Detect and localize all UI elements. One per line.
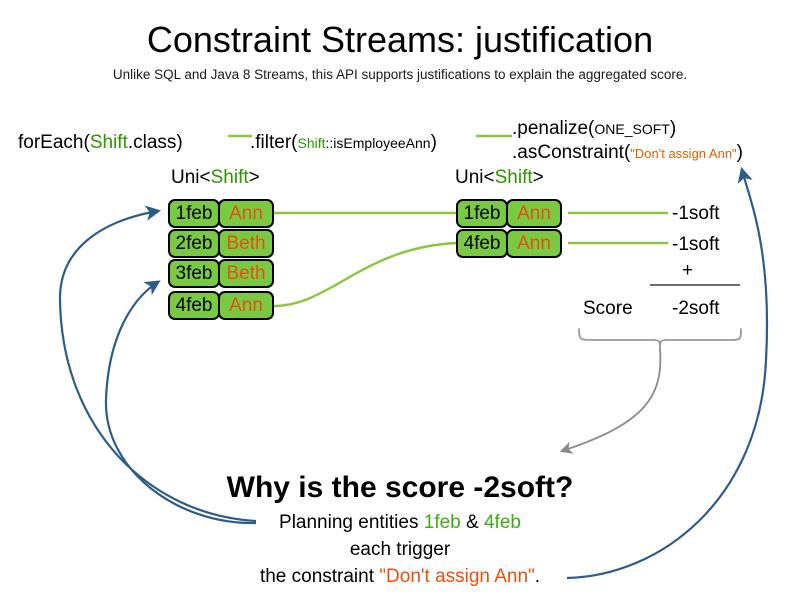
code-penalize-arg: ONE_SOFT — [594, 121, 670, 137]
explanation-entity-1feb: 1feb — [423, 512, 461, 533]
code-as-constraint-arg: "Don't assign Ann" — [630, 146, 737, 161]
score-total: -2soft — [672, 298, 720, 319]
uni-right-prefix: Uni< — [455, 167, 495, 188]
shift-employee: Beth — [218, 259, 274, 288]
code-filter-method: ::isEmployeeAnn — [325, 135, 431, 151]
code-foreach: forEach(Shift.class) — [18, 131, 183, 155]
stream-header-left: Uni<Shift> — [171, 166, 260, 189]
shift-card[interactable]: 1feb Ann — [456, 199, 562, 228]
uni-right-type: Shift — [494, 167, 533, 188]
shift-employee: Ann — [218, 199, 274, 228]
brace-to-question-arrow — [559, 348, 662, 454]
score-impact: -1soft — [672, 203, 720, 224]
uni-left-suffix: > — [248, 167, 260, 188]
shift-card[interactable]: 3feb Beth — [168, 259, 274, 288]
explanation-entity-4feb: 4feb — [483, 512, 521, 533]
page-subtitle: Unlike SQL and Java 8 Streams, this API … — [112, 67, 688, 82]
code-as-constraint-prefix: .asConstraint( — [512, 142, 631, 163]
code-foreach-suffix: .class) — [127, 132, 183, 153]
shift-card[interactable]: 4feb Ann — [168, 291, 274, 320]
explanation-line1-text: Planning entities — [279, 512, 424, 533]
explanation-line-1: Planning entities 1feb & 4feb — [0, 511, 800, 535]
shift-date: 3feb — [168, 259, 220, 288]
shift-date: 4feb — [168, 291, 220, 320]
stream-header-right: Uni<Shift> — [455, 166, 544, 189]
code-filter-type: Shift — [297, 135, 326, 151]
shift-date: 1feb — [168, 199, 220, 228]
score-operator: + — [682, 260, 694, 281]
shift-card[interactable]: 1feb Ann — [168, 199, 274, 228]
explanation-line1-amp: & — [460, 512, 484, 533]
shift-card[interactable]: 2feb Beth — [168, 229, 274, 258]
shift-date: 4feb — [456, 229, 508, 258]
shift-employee: Ann — [506, 229, 562, 258]
shift-employee: Ann — [218, 291, 274, 320]
shift-date: 2feb — [168, 229, 220, 258]
score-brace — [578, 328, 742, 350]
code-filter-prefix: .filter( — [250, 132, 298, 153]
shift-date: 1feb — [456, 199, 508, 228]
code-filter: .filter(Shift::isEmployeeAnn) — [250, 131, 437, 155]
code-penalize-suffix: ) — [669, 118, 677, 139]
explanation-line3-text: the constraint — [259, 566, 380, 587]
shift-employee: Ann — [506, 199, 562, 228]
score-impact: -1soft — [672, 234, 720, 255]
score-label: Score — [583, 298, 633, 319]
explanation-line3-period: . — [534, 566, 541, 587]
code-as-constraint: .asConstraint("Don't assign Ann") — [512, 141, 743, 166]
code-penalize-prefix: .penalize( — [512, 118, 595, 139]
shift-card[interactable]: 4feb Ann — [456, 229, 562, 258]
code-penalize: .penalize(ONE_SOFT) — [512, 117, 676, 141]
explanation-line-3: the constraint "Don't assign Ann". — [0, 565, 800, 589]
explanation-constraint-name: "Don't assign Ann" — [379, 566, 535, 587]
code-foreach-prefix: forEach( — [18, 132, 90, 153]
explanation-heading: Why is the score -2soft? — [226, 471, 574, 504]
code-foreach-type: Shift — [89, 132, 128, 153]
explanation-line-2: each trigger — [349, 539, 451, 560]
connector-4feb — [269, 241, 457, 308]
code-filter-suffix: ) — [430, 132, 437, 153]
uni-right-suffix: > — [532, 167, 544, 188]
uni-left-prefix: Uni< — [171, 167, 211, 188]
uni-left-type: Shift — [210, 167, 249, 188]
code-as-constraint-suffix: ) — [736, 142, 743, 163]
page-title: Constraint Streams: justification — [146, 19, 654, 60]
shift-employee: Beth — [218, 229, 274, 258]
